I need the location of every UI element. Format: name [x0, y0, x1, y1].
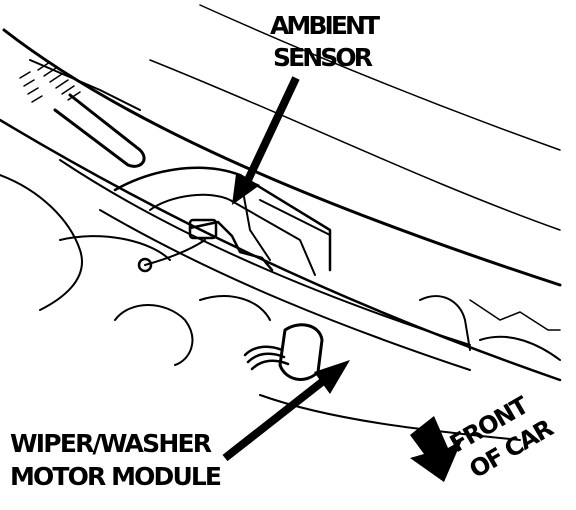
- hatched-pivot: [19, 61, 81, 103]
- wiper-motor-label-line-1: WIPER/WASHER: [10, 429, 212, 458]
- wiper-motor-pointer-arrow: [222, 360, 350, 462]
- ambient-sensor-pointer-arrow: [232, 76, 300, 205]
- wiper-motor-label-line-2: MOTOR MODULE: [10, 462, 222, 491]
- ambient-sensor-label-line-2: SENSOR: [273, 43, 373, 72]
- motor-connector: [243, 323, 324, 381]
- ambient-sensor-label-line-1: AMBIENT: [270, 11, 380, 40]
- front-direction-arrow: [410, 416, 462, 482]
- front-of-car-label: FRONT OF CAR: [445, 391, 558, 484]
